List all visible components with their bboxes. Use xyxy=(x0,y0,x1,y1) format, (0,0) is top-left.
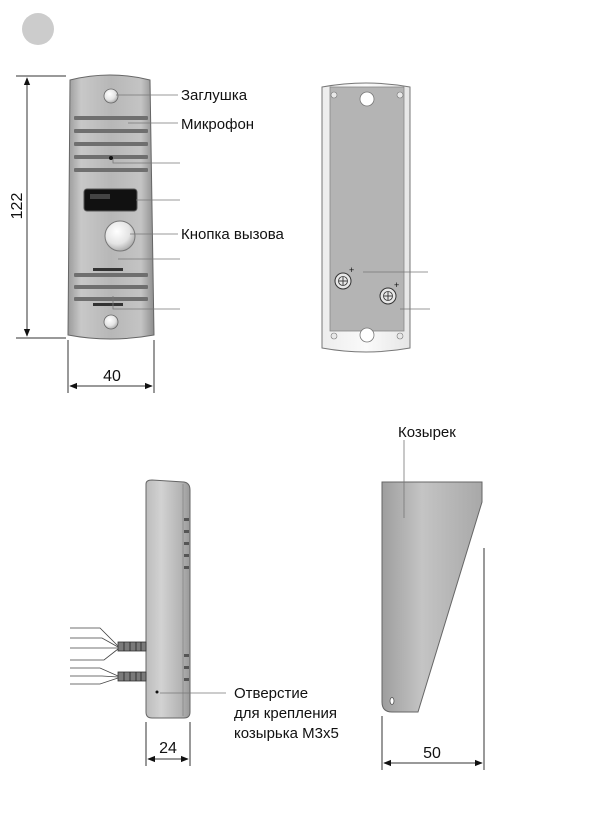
visor-body xyxy=(381,481,483,713)
back-view: + + xyxy=(321,82,430,353)
microphone-hole xyxy=(109,156,113,160)
camera-glint xyxy=(90,194,110,199)
height-dim-value: 122 xyxy=(9,193,26,220)
wires xyxy=(70,627,119,685)
side-view: Отверстие для крепления козырька М3х5 24 xyxy=(70,479,339,766)
visor-view: Козырек 50 xyxy=(381,424,485,770)
leader-mic-hole xyxy=(112,159,180,164)
side-vents-bottom xyxy=(184,654,189,681)
corner-screw-bl xyxy=(330,332,338,340)
visor-screw-slot xyxy=(389,697,395,705)
depth-dim-value: 24 xyxy=(159,740,177,757)
cable-gland-lower xyxy=(117,671,147,682)
width-dim-value: 40 xyxy=(103,368,121,385)
terminal-plus-2: + xyxy=(379,280,399,305)
side-vents-top xyxy=(184,518,189,569)
label-knopka: Кнопка вызова xyxy=(181,226,284,243)
mount-hole-top xyxy=(359,91,375,107)
label-kozyrek: Козырек xyxy=(398,424,456,441)
label-otverstie-2: для крепления xyxy=(234,705,337,722)
terminal-plus-1: + xyxy=(334,265,354,290)
plug-cap xyxy=(103,88,119,104)
mount-hole-bottom xyxy=(359,327,375,343)
corner-screw-tl xyxy=(330,91,338,99)
page-badge xyxy=(22,13,54,45)
svg-text:+: + xyxy=(394,280,399,290)
bottom-screw xyxy=(103,314,119,330)
speaker-slot-bottom xyxy=(93,303,123,306)
label-otverstie-1: Отверстие xyxy=(234,685,308,702)
label-mikrofon: Микрофон xyxy=(181,116,254,133)
side-body xyxy=(145,479,191,719)
upper-grille xyxy=(74,116,148,172)
corner-screw-br xyxy=(396,332,404,340)
corner-screw-tr xyxy=(396,91,404,99)
label-zaglushka: Заглушка xyxy=(181,87,248,104)
camera-window xyxy=(83,188,138,212)
leader-screw xyxy=(112,296,180,310)
visor-mount-hole xyxy=(155,690,159,694)
call-button xyxy=(104,220,136,252)
cable-gland-upper xyxy=(117,641,147,652)
speaker-slot-top xyxy=(93,268,123,271)
lower-grille xyxy=(74,273,148,301)
front-view: Заглушка Микрофон Кнопка вызова 122 40 xyxy=(9,74,284,393)
svg-text:+: + xyxy=(349,265,354,275)
label-otverstie-3: козырька М3х5 xyxy=(234,725,339,742)
visor-dim-value: 50 xyxy=(423,745,441,762)
